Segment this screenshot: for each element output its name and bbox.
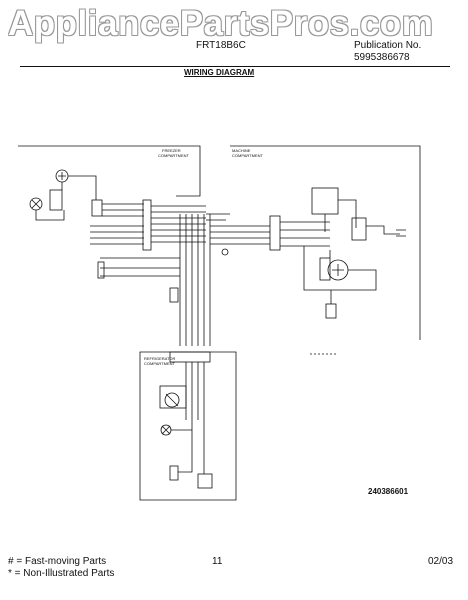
diagram-title: WIRING DIAGRAM [184,68,255,77]
freezer-label-2: COMPARTMENT [158,153,190,158]
header-rule [20,66,450,67]
machine-label-2: COMPARTMENT [232,153,264,158]
refrigerator-connector [169,351,211,363]
model-number: FRT18B6C [196,40,246,51]
damper-control [164,392,180,408]
footer-date: 02/03 [428,556,454,567]
refrigerator-label-2: COMPARTMENT [144,361,176,366]
power-cord [396,229,406,237]
freezer-label-1: FREEZER [162,148,181,153]
publication-block: Publication No. 5995386678 [354,40,421,64]
cold-control [197,473,213,489]
freezer-compartment-border [18,145,201,197]
refrigerator-light-switch [169,465,179,481]
part-number: 240386601 [368,487,409,496]
watermark: AppliancePartsPros.com [8,4,434,43]
footer-fast-moving: # = Fast-moving Parts [8,556,107,567]
publication-label: Publication No. [354,40,422,51]
defrost-limit-switch [91,199,103,217]
compressor-relay [311,187,339,215]
refrigerator-compartment-border [139,351,237,501]
machine-connector [269,215,281,251]
footer-non-illustrated: * = Non-Illustrated Parts [8,568,115,579]
freezer-connector [142,199,152,251]
overload-protector [351,217,367,241]
machine-compartment-border [230,145,421,340]
footer-page-number: 11 [212,556,223,567]
defrost-heater [49,189,63,211]
refrigerator-label-1: REFRIGERATOR [144,356,176,361]
harness-ground [221,248,229,256]
freezer-light-switch [169,287,179,303]
publication-number: 5995386678 [354,52,410,63]
machine-label-1: MACHINE [232,148,251,153]
compressor [325,303,337,319]
